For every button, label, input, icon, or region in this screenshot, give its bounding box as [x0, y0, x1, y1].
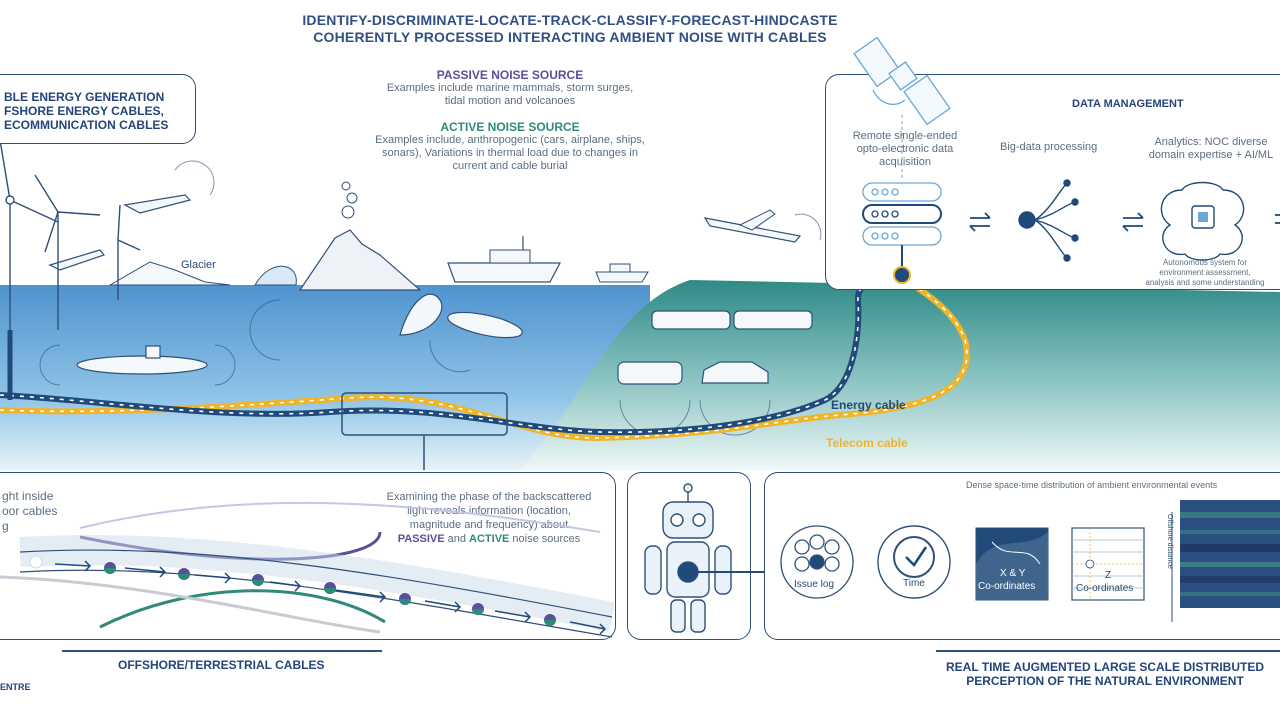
z-label-2: Co-ordinates	[1076, 583, 1133, 594]
ocean-scene: Glacier Energy cable Telecom cable	[0, 139, 1280, 470]
xy-label-2: Co-ordinates	[978, 581, 1035, 592]
whale	[399, 293, 443, 336]
perception-footer-1: REAL TIME AUGMENTED LARGE SCALE DISTRIBU…	[945, 660, 1264, 674]
and-word: and	[444, 533, 470, 545]
energy-info-box	[0, 74, 196, 144]
sound-waves	[39, 160, 822, 436]
energy-box-line-1: BLE ENERGY GENERATION	[4, 90, 165, 104]
backscatter-text: Examining the phase of the backscattered…	[372, 490, 606, 546]
active-desc-2: sonars), Variations in thermal load due …	[382, 147, 638, 159]
van	[617, 361, 683, 385]
offshore-footer: OFFSHORE/TERRESTRIAL CABLES	[118, 658, 325, 672]
scatter-points	[104, 562, 556, 626]
wave	[254, 265, 297, 286]
acquisition-label: Remote single-ended opto-electronic data…	[835, 130, 975, 169]
backscatter-line-4: PASSIVE and ACTIVE noise sources	[372, 532, 606, 546]
signal-arrows	[54, 560, 607, 635]
exchange-arrows-icon	[969, 212, 1144, 232]
heatmap-plot	[1171, 500, 1280, 622]
glacier-label: Glacier	[181, 259, 216, 271]
plane-right	[703, 209, 802, 243]
acquisition-line-3: acquisition	[879, 156, 931, 168]
z-coordinates-icon	[1071, 527, 1145, 601]
small-ship	[595, 263, 649, 283]
energy-cable-label: Energy cable	[831, 398, 906, 412]
autonomous-label: Autonomous system for environment assess…	[1130, 258, 1280, 288]
light-fragment-2: oor cables	[2, 504, 58, 518]
passive-title: PASSIVE NOISE SOURCE	[436, 68, 584, 82]
active-title: ACTIVE NOISE SOURCE	[440, 120, 580, 134]
glacier	[108, 261, 231, 286]
data-management-icons	[853, 36, 1280, 284]
autonomous-line-1: Autonomous system for	[1162, 258, 1248, 267]
volcano	[298, 229, 422, 291]
autonomous-line-2: environment assessment,	[1159, 268, 1251, 277]
warship	[447, 236, 561, 283]
telecom-cable-line	[0, 270, 970, 442]
analytics-line-1: Analytics: NOC diverse	[1154, 136, 1268, 148]
light-fragment-3: g	[2, 519, 9, 533]
robot-connector	[749, 571, 765, 573]
perception-footer-2: PERCEPTION OF THE NATURAL ENVIRONMENT	[966, 674, 1244, 688]
fiber-diagram	[0, 501, 614, 638]
centre-fragment: ENTRE	[0, 682, 31, 692]
bigdata-label: Big-data processing	[1000, 141, 1098, 153]
header-line-1: IDENTIFY-DISCRIMINATE-LOCATE-TRACK-CLASS…	[302, 12, 838, 28]
backscatter-line-2: light reveals information (location,	[407, 505, 571, 517]
car	[701, 361, 769, 384]
offshore-footer-rule	[62, 650, 382, 652]
network-icon	[1018, 179, 1079, 262]
active-word: ACTIVE	[469, 533, 510, 545]
dense-distribution-label: Dense space-time distribution of ambient…	[966, 480, 1218, 490]
backscatter-line-3: magnitude and frequency) about	[409, 519, 569, 531]
active-desc-1: Examples include, anthropogenic (cars, a…	[375, 134, 645, 146]
acquisition-line-1: Remote single-ended	[852, 130, 958, 142]
xy-label-1: X & Y	[1000, 568, 1026, 579]
active-desc-3: current and cable burial	[452, 160, 568, 172]
autonomous-line-3: analysis and some understanding	[1145, 278, 1265, 287]
server-icon	[862, 182, 942, 246]
issue-log-label: Issue log	[794, 579, 834, 590]
telecom-cable-label: Telecom cable	[826, 436, 908, 450]
energy-box-line-2: FSHORE ENERGY CABLES,	[4, 104, 164, 118]
clock-icon	[877, 525, 951, 599]
perception-footer-rule	[936, 650, 1280, 652]
offshore-distance-label: Offshore distance	[1166, 514, 1173, 569]
train	[651, 310, 813, 330]
plane-left-2	[48, 249, 106, 271]
light-fragment-1: ght inside	[2, 489, 54, 503]
acquisition-line-2: opto-electronic data	[856, 143, 954, 155]
issue-log-icon	[780, 525, 854, 599]
submarine	[76, 345, 208, 375]
data-management-title: DATA MANAGEMENT	[1072, 98, 1184, 110]
noise-text-block: PASSIVE NOISE SOURCE Examples include ma…	[340, 68, 680, 173]
analytics-line-2: domain expertise + AI/ML	[1148, 149, 1274, 161]
ai-brain-icon	[1160, 181, 1245, 261]
perception-icons: Issue log Time X & Y Co-ordinates Z Co-o…	[780, 500, 1280, 622]
analytics-label: Analytics: NOC diverse domain expertise …	[1136, 136, 1280, 162]
plane-left	[123, 194, 192, 214]
robot-icon	[644, 483, 749, 633]
backscatter-line-1: Examining the phase of the backscattered	[386, 491, 592, 503]
xy-coordinates-icon	[975, 527, 1049, 601]
energy-box-line-3: ECOMMUNICATION CABLES	[4, 118, 169, 132]
passive-desc-2: tidal motion and volcanoes	[444, 95, 576, 107]
passive-desc-1: Examples include marine mammals, storm s…	[386, 82, 634, 94]
auv	[447, 311, 523, 339]
header-line-2: COHERENTLY PROCESSED INTERACTING AMBIENT…	[313, 29, 827, 45]
z-label-1: Z	[1105, 570, 1111, 581]
noise-sources-tail: noise sources	[509, 533, 581, 545]
time-label: Time	[903, 578, 925, 589]
passive-word: PASSIVE	[397, 533, 445, 545]
satellite-icon	[853, 36, 951, 126]
